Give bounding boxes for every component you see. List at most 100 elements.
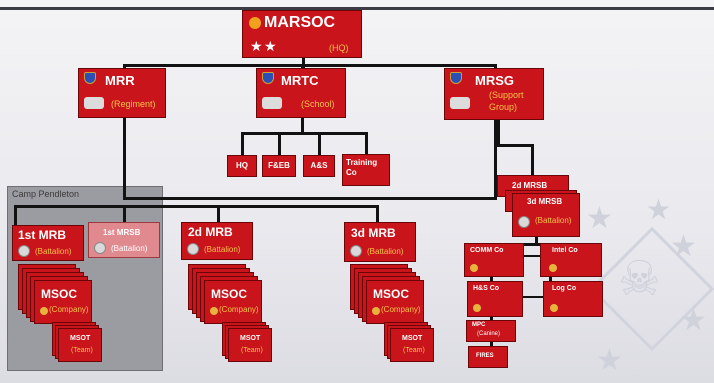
- msoc-title: MSOC: [41, 287, 77, 301]
- battalion-title: 1st MRSB: [103, 228, 141, 237]
- seal-icon: [210, 307, 218, 315]
- skull-icon: ☠: [618, 253, 662, 306]
- connector: [123, 118, 126, 198]
- connector: [14, 205, 378, 208]
- msoc-subtitle: (Company): [49, 305, 89, 314]
- connector: [494, 120, 497, 200]
- seal-icon: [350, 245, 362, 257]
- support-battalion-subtitle: (Battalion): [535, 216, 572, 225]
- fires-title: FIRES: [476, 353, 494, 359]
- battalion-subtitle: (Battalion): [35, 247, 72, 256]
- msot-subtitle: (Team): [71, 347, 93, 354]
- msot-title: MSOT: [402, 335, 423, 342]
- msot-box: MSOT (Team): [228, 328, 272, 362]
- msoc-title: MSOC: [373, 287, 409, 301]
- connector: [497, 144, 533, 147]
- marsoc-subtitle: (HQ): [329, 43, 349, 53]
- connector: [494, 64, 497, 70]
- connector: [376, 205, 379, 225]
- marsoc-title: MARSOC: [264, 14, 336, 31]
- mrtc-subtitle: (School): [301, 99, 335, 109]
- connector: [241, 132, 367, 135]
- watermark-star-icon: ★: [596, 344, 623, 377]
- connector: [535, 237, 538, 245]
- mrr-box: MRR (Regiment): [78, 68, 166, 118]
- watermark-star-icon: ★: [680, 304, 707, 337]
- header-divider: [0, 7, 714, 10]
- battalion-box-pale: 1st MRSB (Battalion): [88, 222, 160, 258]
- seal-icon: [473, 304, 481, 312]
- battalion-box: 2d MRB (Battalion): [181, 222, 253, 260]
- connector: [123, 64, 495, 67]
- mrsg-title: MRSG: [475, 73, 514, 88]
- eagle-insignia-icon: [262, 97, 282, 109]
- connector: [123, 197, 497, 200]
- msoc-subtitle: (Company): [381, 305, 421, 314]
- marsoc-hq-box: MARSOC ★ ★ (HQ): [242, 10, 362, 58]
- connector: [123, 205, 126, 225]
- msot-box: MSOT (Team): [58, 328, 102, 362]
- support-battalion-title: 2d MRSB: [512, 181, 548, 190]
- school-unit-label: A&S: [310, 161, 328, 170]
- seal-icon: [18, 245, 30, 257]
- seal-icon: [372, 307, 380, 315]
- company-box: COMM Co: [464, 243, 524, 277]
- star-icon: ★: [250, 38, 263, 54]
- msot-subtitle: (Team): [403, 347, 425, 354]
- mrtc-box: MRTC (School): [256, 68, 346, 118]
- msot-subtitle: (Team): [241, 347, 263, 354]
- mpc-subtitle: (Canine): [477, 331, 501, 337]
- connector: [14, 205, 17, 227]
- shield-icon: [262, 72, 274, 84]
- connector: [302, 58, 305, 68]
- shield-icon: [84, 72, 96, 84]
- watermark-star-icon: ★: [586, 202, 613, 235]
- connector: [531, 144, 534, 176]
- msoc-box: MSOC (Company): [366, 280, 424, 324]
- shield-icon: [450, 72, 462, 84]
- watermark-star-icon: ★: [646, 194, 672, 225]
- battalion-title: 3d MRB: [351, 226, 396, 240]
- battalion-box: 1st MRB (Battalion): [12, 225, 84, 261]
- mrsg-subtitle: (Support Group): [489, 90, 524, 112]
- seal-icon: [549, 264, 557, 272]
- msot-box: MSOT (Team): [390, 328, 434, 362]
- fires-box: FIRES: [468, 346, 508, 368]
- mrr-title: MRR: [105, 73, 135, 88]
- seal-icon: [40, 307, 48, 315]
- school-unit-label: Training Co: [346, 158, 378, 177]
- watermark-star-icon: ★: [670, 230, 697, 263]
- msoc-box: MSOC (Company): [204, 280, 262, 324]
- camp-label: Camp Pendleton: [12, 189, 80, 199]
- battalion-subtitle: (Battalion): [367, 247, 404, 256]
- eagle-insignia-icon: [450, 97, 470, 109]
- mrsg-box: MRSG (Support Group): [444, 68, 544, 120]
- mrtc-title: MRTC: [281, 73, 319, 88]
- spade-emblem-icon: [249, 17, 261, 29]
- msot-title: MSOT: [70, 335, 91, 342]
- mpc-title: MPC: [472, 322, 486, 328]
- support-battalion-title: 3d MRSB: [527, 197, 563, 206]
- seal-icon: [518, 216, 530, 228]
- school-unit-label: HQ: [236, 161, 248, 170]
- mpc-box: MPC (Canine): [466, 320, 516, 342]
- msoc-subtitle: (Company): [219, 305, 259, 314]
- seal-icon: [94, 242, 106, 254]
- msoc-title: MSOC: [211, 287, 247, 301]
- connector: [123, 64, 126, 70]
- battalion-subtitle: (Battalion): [204, 245, 241, 254]
- school-unit-box: A&S: [303, 155, 335, 177]
- battalion-subtitle: (Battalion): [111, 244, 148, 253]
- company-box: H&S Co: [467, 281, 523, 317]
- connector: [301, 118, 304, 134]
- eagle-insignia-icon: [84, 97, 104, 109]
- school-unit-box: Training Co: [342, 154, 390, 186]
- connector: [365, 132, 368, 156]
- connector: [278, 132, 281, 156]
- connector: [241, 132, 244, 156]
- seal-icon: [470, 264, 478, 272]
- connector: [497, 118, 500, 146]
- mrr-subtitle: (Regiment): [111, 99, 156, 109]
- company-title: COMM Co: [470, 247, 504, 254]
